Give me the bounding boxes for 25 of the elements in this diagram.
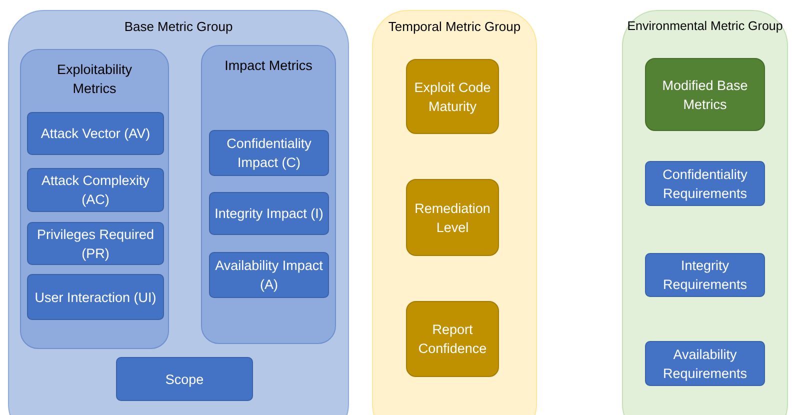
metric-box: User Interaction (UI) xyxy=(27,274,164,320)
subgroup-panel xyxy=(20,49,169,349)
metric-box: Report Confidence xyxy=(406,301,499,377)
metric-box: Integrity Impact (I) xyxy=(209,192,329,235)
metric-box: Attack Vector (AV) xyxy=(27,112,164,155)
metric-box: Availability Impact (A) xyxy=(209,252,329,298)
metric-box: Availability Requirements xyxy=(645,341,765,386)
group-title: Base Metric Group xyxy=(124,18,233,36)
metric-box: Confidentiality Requirements xyxy=(645,161,765,206)
metric-box: Scope xyxy=(116,357,253,401)
group-panel xyxy=(622,10,788,415)
group-title: Temporal Metric Group xyxy=(388,18,521,36)
metric-box: Modified Base Metrics xyxy=(645,58,765,131)
subgroup-title: Exploitability Metrics xyxy=(56,61,134,98)
metric-box: Remediation Level xyxy=(406,179,499,256)
metric-box: Confidentiality Impact (C) xyxy=(209,130,329,176)
metric-box: Exploit Code Maturity xyxy=(406,59,499,134)
group-panel xyxy=(8,10,349,415)
subgroup-panel xyxy=(201,45,336,344)
subgroup-title: Impact Metrics xyxy=(224,57,314,75)
metric-box: Privileges Required (PR) xyxy=(27,222,164,265)
metric-box: Integrity Requirements xyxy=(645,253,765,297)
metric-box: Attack Complexity (AC) xyxy=(27,168,164,212)
group-title: Environmental Metric Group xyxy=(627,18,783,35)
group-panel xyxy=(372,10,537,415)
